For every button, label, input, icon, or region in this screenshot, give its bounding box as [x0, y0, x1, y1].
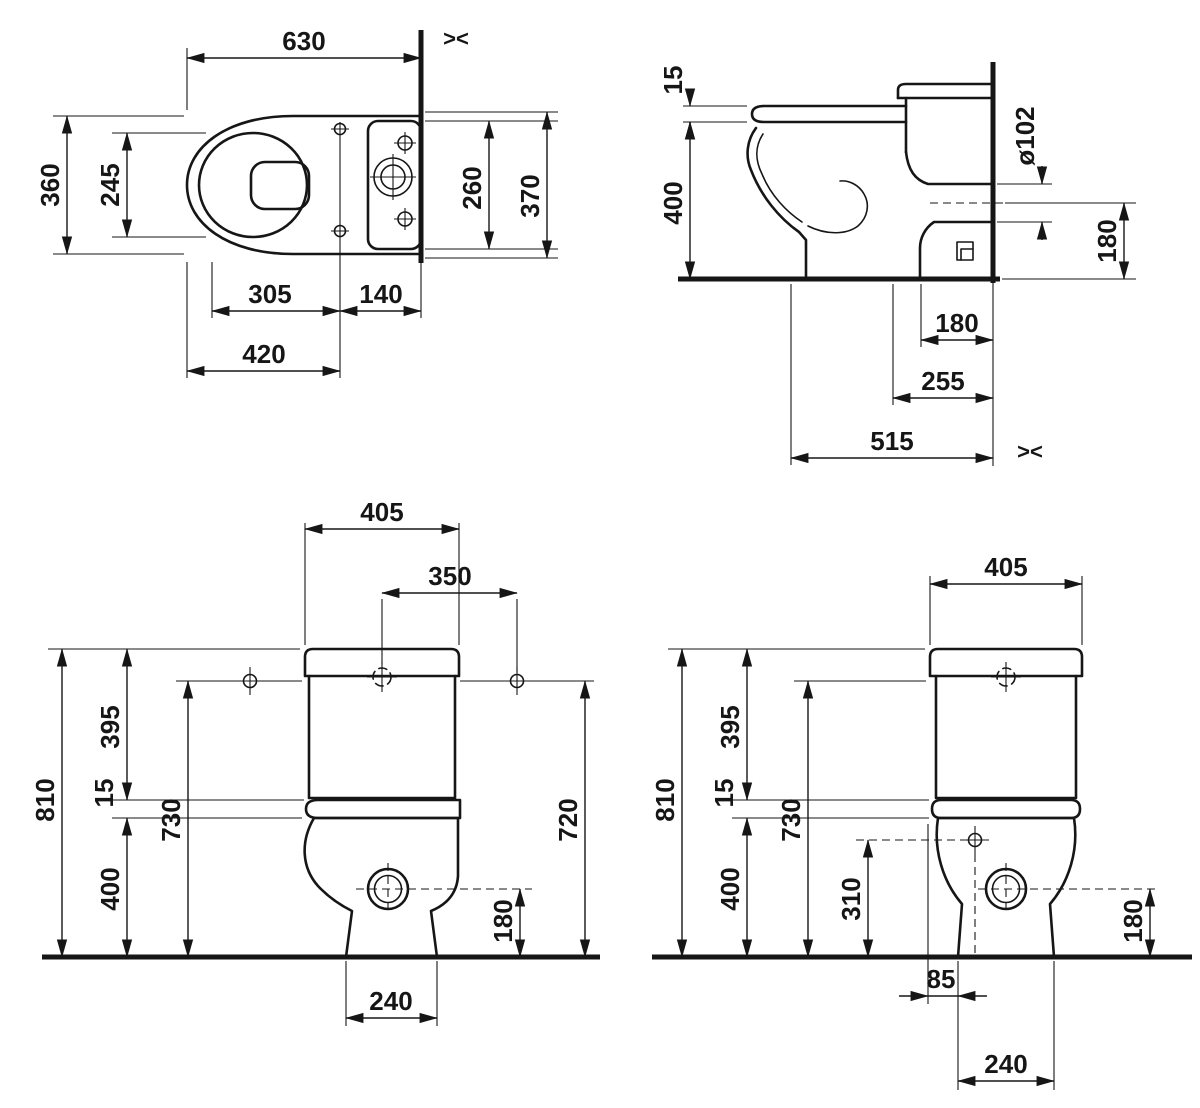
side-dim-outlet-offset: 180 — [935, 308, 978, 338]
side-dim-trap-offset: 255 — [921, 366, 964, 396]
plan-dim-width: 360 — [35, 163, 65, 206]
elevation-front-view: 405 810 395 15 400 730 310 180 85 240 — [650, 552, 1192, 1090]
ef-dim-side-inlet-height: 310 — [836, 877, 866, 920]
cistern-body — [307, 674, 457, 800]
plan-dim-holes-to-wall: 140 — [359, 279, 402, 309]
side-dim-total-projection: 515 — [870, 426, 913, 456]
es-dim-bowl-height: 400 — [95, 867, 125, 910]
plan-dim-rear-width: 370 — [515, 174, 545, 217]
side-dim-bowl-height: 400 — [658, 181, 688, 224]
plan-dim-holes-span: 305 — [248, 279, 291, 309]
cistern-lid — [896, 82, 995, 100]
seat-edge — [930, 798, 1082, 820]
flush-opening — [249, 160, 311, 211]
side-dim-outlet-height: 180 — [1092, 219, 1122, 262]
plan-dim-front-to-holes: 420 — [242, 339, 285, 369]
trap-curve — [807, 180, 869, 234]
cistern-lid — [928, 647, 1084, 678]
es-dim-total-height: 810 — [30, 778, 60, 821]
plan-dimensions: 630 >< 360 245 260 370 305 140 420 — [35, 26, 558, 378]
ef-dim-supply-height: 730 — [776, 798, 806, 841]
es-dim-foot-width: 240 — [369, 986, 412, 1016]
ef-dim-foot-width: 240 — [984, 1049, 1027, 1079]
es-dim-cistern-width: 405 — [360, 497, 403, 527]
bowl-pedestal — [303, 816, 460, 959]
bowl-profile — [746, 126, 995, 281]
plan-dim-seat-width: 245 — [95, 163, 125, 206]
es-dim-inlet-height: 720 — [553, 798, 583, 841]
bowl-inner — [756, 133, 803, 223]
side-fixture — [678, 62, 1006, 466]
ef-dim-trap-height: 180 — [1118, 899, 1148, 942]
ef-dim-cistern-width: 405 — [984, 552, 1027, 582]
side-view: 15 400 ø102 180 180 255 515 >< — [658, 62, 1136, 466]
elevation-side-view: 405 350 810 395 15 400 730 720 180 240 — [30, 497, 600, 1026]
elevation-front-dimensions: 405 810 395 15 400 730 310 180 85 240 — [650, 552, 1156, 1090]
elevation-side-dimensions: 405 350 810 395 15 400 730 720 180 240 — [30, 497, 591, 1026]
cistern-lid — [303, 647, 461, 678]
seat-opening — [197, 131, 309, 239]
es-dim-supply-height: 730 — [156, 798, 186, 841]
seat-cover — [750, 104, 908, 124]
ef-dim-foot-offset: 85 — [927, 964, 956, 994]
side-dim-seat-thickness: 15 — [658, 66, 688, 95]
outlet-top — [904, 150, 995, 186]
plan-dim-depth: 630 — [282, 26, 325, 56]
ef-dim-bowl-height: 400 — [715, 867, 745, 910]
ef-dim-seat-gap: 15 — [709, 779, 739, 808]
elevation-side-fixture — [42, 647, 600, 960]
cistern-body — [934, 674, 1078, 800]
plan-view: 630 >< 360 245 260 370 305 140 420 — [35, 26, 558, 378]
cistern-outline — [366, 119, 423, 251]
bowl-outline — [185, 114, 423, 256]
ef-dim-total-height: 810 — [650, 778, 680, 821]
seat-edge — [304, 798, 462, 820]
plan-fixture — [185, 30, 424, 318]
ef-dim-cistern-height: 395 — [715, 705, 745, 748]
bowl-pedestal — [935, 816, 1077, 959]
plan-dim-cistern-width: 260 — [457, 166, 487, 209]
es-dim-cistern-height: 395 — [95, 705, 125, 748]
side-dimensions: 15 400 ø102 180 180 255 515 >< — [658, 66, 1136, 465]
es-dim-seat-gap: 15 — [89, 779, 119, 808]
es-dim-holes-span: 350 — [428, 561, 471, 591]
side-dim-outlet-diameter: ø102 — [1010, 106, 1040, 165]
wall-break-symbol: >< — [443, 26, 469, 51]
drain-symbol — [956, 241, 974, 261]
es-dim-trap-height: 180 — [488, 899, 518, 942]
wall-break-symbol: >< — [1017, 439, 1043, 464]
